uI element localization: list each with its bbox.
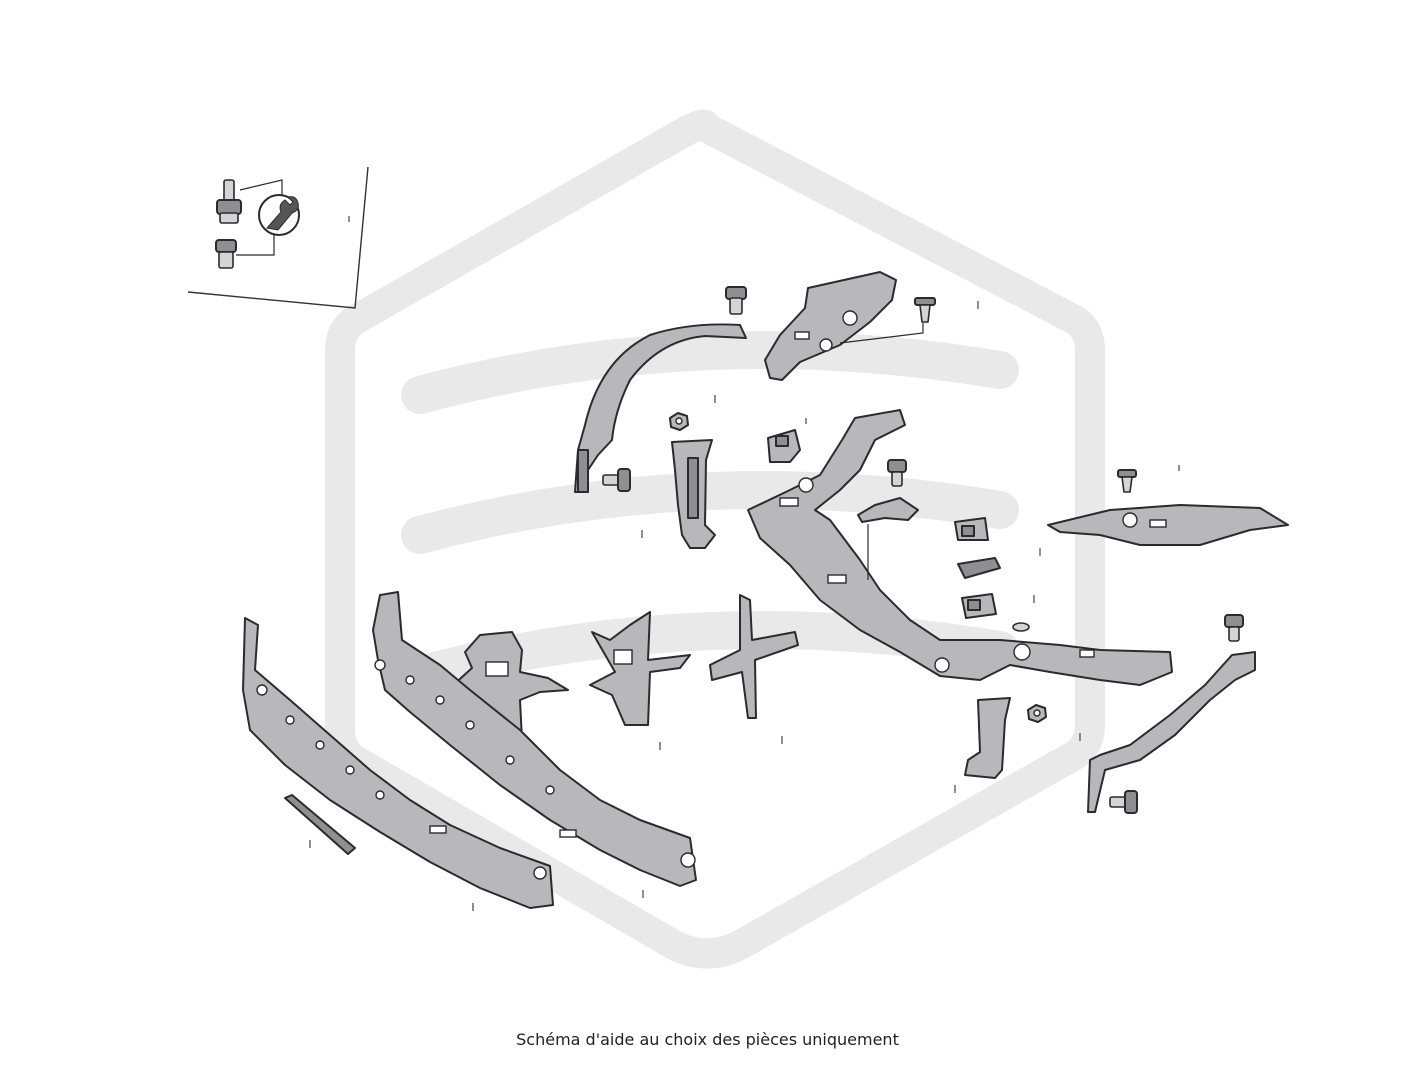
lower-reinforcement-bar[interactable] bbox=[242, 617, 554, 909]
lock-clip-upper[interactable] bbox=[767, 429, 801, 463]
reference-marks bbox=[309, 216, 1180, 911]
seal-strip[interactable] bbox=[284, 794, 356, 855]
rubber-plug[interactable] bbox=[1012, 622, 1030, 632]
bolt-right-side[interactable] bbox=[1109, 790, 1138, 814]
upper-air-deflector[interactable] bbox=[764, 271, 897, 381]
left-vertical-strut[interactable] bbox=[671, 439, 716, 549]
bolt-lower[interactable] bbox=[215, 239, 237, 269]
right-lower-arm-bracket[interactable] bbox=[1087, 651, 1256, 813]
hex-nut-right[interactable] bbox=[1027, 704, 1047, 723]
diagram-caption: Schéma d'aide au choix des pièces unique… bbox=[516, 1030, 899, 1049]
hood-latch-lower[interactable] bbox=[961, 593, 997, 619]
upper-radiator-support[interactable] bbox=[747, 409, 1173, 686]
fastener-inset bbox=[187, 166, 369, 309]
hood-latch-upper[interactable] bbox=[954, 517, 989, 541]
right-air-deflector[interactable] bbox=[1047, 504, 1289, 546]
front-bumper-beam[interactable] bbox=[372, 591, 697, 887]
push-clip-top[interactable] bbox=[839, 297, 936, 344]
bolt-side-left[interactable] bbox=[602, 468, 631, 492]
mount-bracket-center[interactable] bbox=[857, 497, 919, 523]
crash-box-bracket-b[interactable] bbox=[589, 611, 691, 726]
hood-latch-spring[interactable] bbox=[957, 557, 1001, 579]
wrench-icon bbox=[258, 194, 300, 236]
push-clip-right[interactable] bbox=[1117, 469, 1137, 493]
bolt-right-top[interactable] bbox=[1224, 614, 1244, 642]
hex-nut-left[interactable] bbox=[669, 412, 689, 431]
cross-bracket-c[interactable] bbox=[709, 594, 799, 719]
bolt-flange-top[interactable] bbox=[725, 286, 747, 315]
bolt-center[interactable] bbox=[887, 459, 907, 487]
right-vertical-strut[interactable] bbox=[964, 697, 1011, 779]
left-upper-arm-bracket[interactable] bbox=[574, 323, 747, 493]
bolt-upper[interactable] bbox=[216, 179, 242, 224]
